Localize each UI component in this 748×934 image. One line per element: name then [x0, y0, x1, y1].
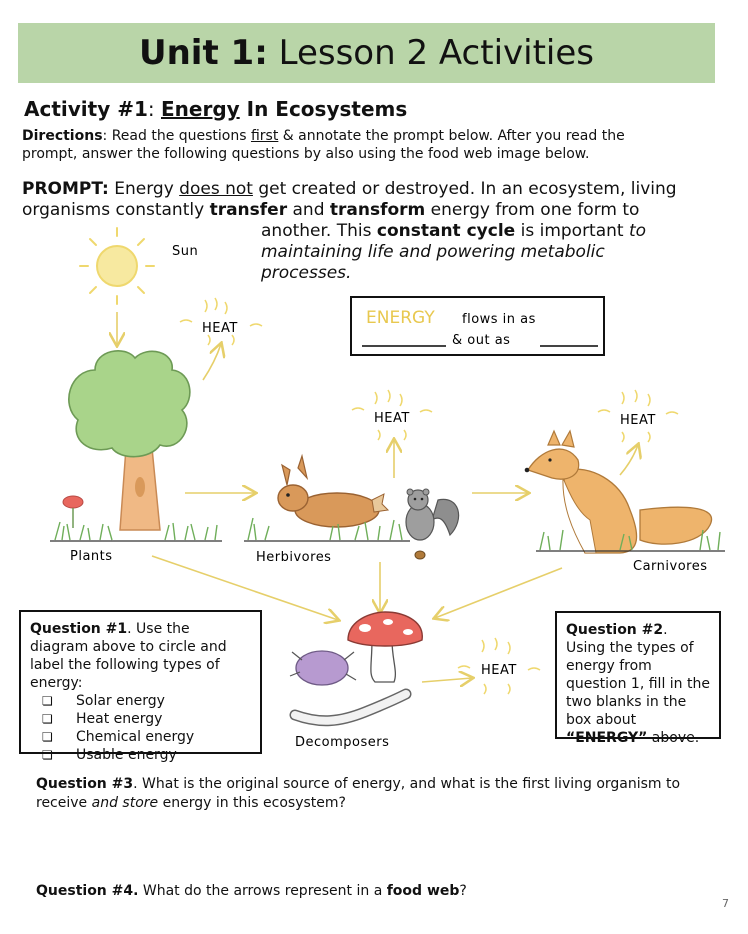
grass-carnivores	[536, 529, 725, 552]
energy-types-list: ❏Solar energy ❏Heat energy ❏Chemical ene…	[30, 692, 251, 764]
activity-title: Activity #1: Energy In Ecosystems	[24, 97, 408, 121]
sun-icon	[79, 227, 155, 305]
list-item[interactable]: ❏Heat energy	[42, 711, 163, 727]
grass-plants	[50, 521, 222, 542]
squirrel-icon	[405, 488, 460, 560]
grass-herbivores	[244, 517, 410, 542]
checkbox-icon[interactable]: ❏	[42, 748, 53, 762]
plants-label: Plants	[70, 549, 113, 564]
bug-icon	[289, 650, 357, 686]
question-3-text: Question #3. What is the original source…	[36, 776, 681, 811]
heat-squiggle-icon	[457, 637, 541, 695]
energy-out-text: & out as	[452, 333, 510, 348]
worm-icon	[289, 688, 412, 727]
fox-icon	[524, 429, 713, 554]
heat-squiggle-icon	[179, 297, 263, 346]
arrow-heat-carnivores	[619, 445, 638, 476]
sun-label: Sun	[172, 244, 198, 259]
checkbox-icon[interactable]: ❏	[42, 712, 53, 726]
heat-label-carnivores: HEAT	[620, 413, 656, 428]
heat-label-plants: HEAT	[202, 321, 238, 336]
title-banner: Unit 1: Lesson 2 Activities	[18, 23, 715, 83]
page-number: 7	[722, 897, 729, 910]
herbivores-label: Herbivores	[256, 550, 331, 565]
checkbox-icon[interactable]: ❏	[42, 730, 53, 744]
heat-label-decomposers: HEAT	[481, 663, 517, 678]
page-title: Unit 1: Lesson 2 Activities	[138, 33, 595, 73]
arrow-decomposers-to-heat	[421, 678, 472, 682]
prompt-text-continued: another. This constant cycle is importan…	[261, 221, 647, 283]
prompt-text: PROMPT: Energy does not get created or d…	[22, 179, 677, 220]
energy-flows-in-text: flows in as	[462, 312, 536, 327]
carnivores-label: Carnivores	[633, 559, 708, 574]
question-2-box: Question #2. Using the types of energy f…	[555, 611, 721, 746]
tree-icon	[68, 350, 191, 531]
rabbit-icon	[277, 453, 390, 528]
question-1-box: Question #1. Use the diagram above to ci…	[19, 610, 262, 763]
arrow-carnivores-to-decomposers	[435, 567, 563, 618]
arrow-heat-plants	[202, 344, 221, 381]
list-item[interactable]: ❏Solar energy	[42, 693, 165, 709]
question-4-text: Question #4. What do the arrows represen…	[36, 883, 467, 899]
heat-squiggle-icon	[597, 389, 679, 443]
decomposers-label: Decomposers	[295, 735, 389, 750]
heat-squiggle-icon	[351, 389, 433, 441]
energy-box: ENERGY flows in as & out as	[350, 296, 605, 356]
directions-text: Directions: Read the questions first & a…	[22, 128, 625, 162]
heat-label-herbivores: HEAT	[374, 411, 410, 426]
list-item[interactable]: ❏Usable energy	[42, 747, 177, 763]
mushroom-icon	[347, 611, 423, 683]
flower-icon	[62, 495, 84, 528]
arrow-plants-to-decomposers	[151, 555, 338, 620]
checkbox-icon[interactable]: ❏	[42, 694, 53, 708]
list-item[interactable]: ❏Chemical energy	[42, 729, 195, 745]
question-1-text: Question #1. Use the diagram above to ci…	[30, 621, 227, 691]
energy-word: ENERGY	[366, 308, 435, 328]
